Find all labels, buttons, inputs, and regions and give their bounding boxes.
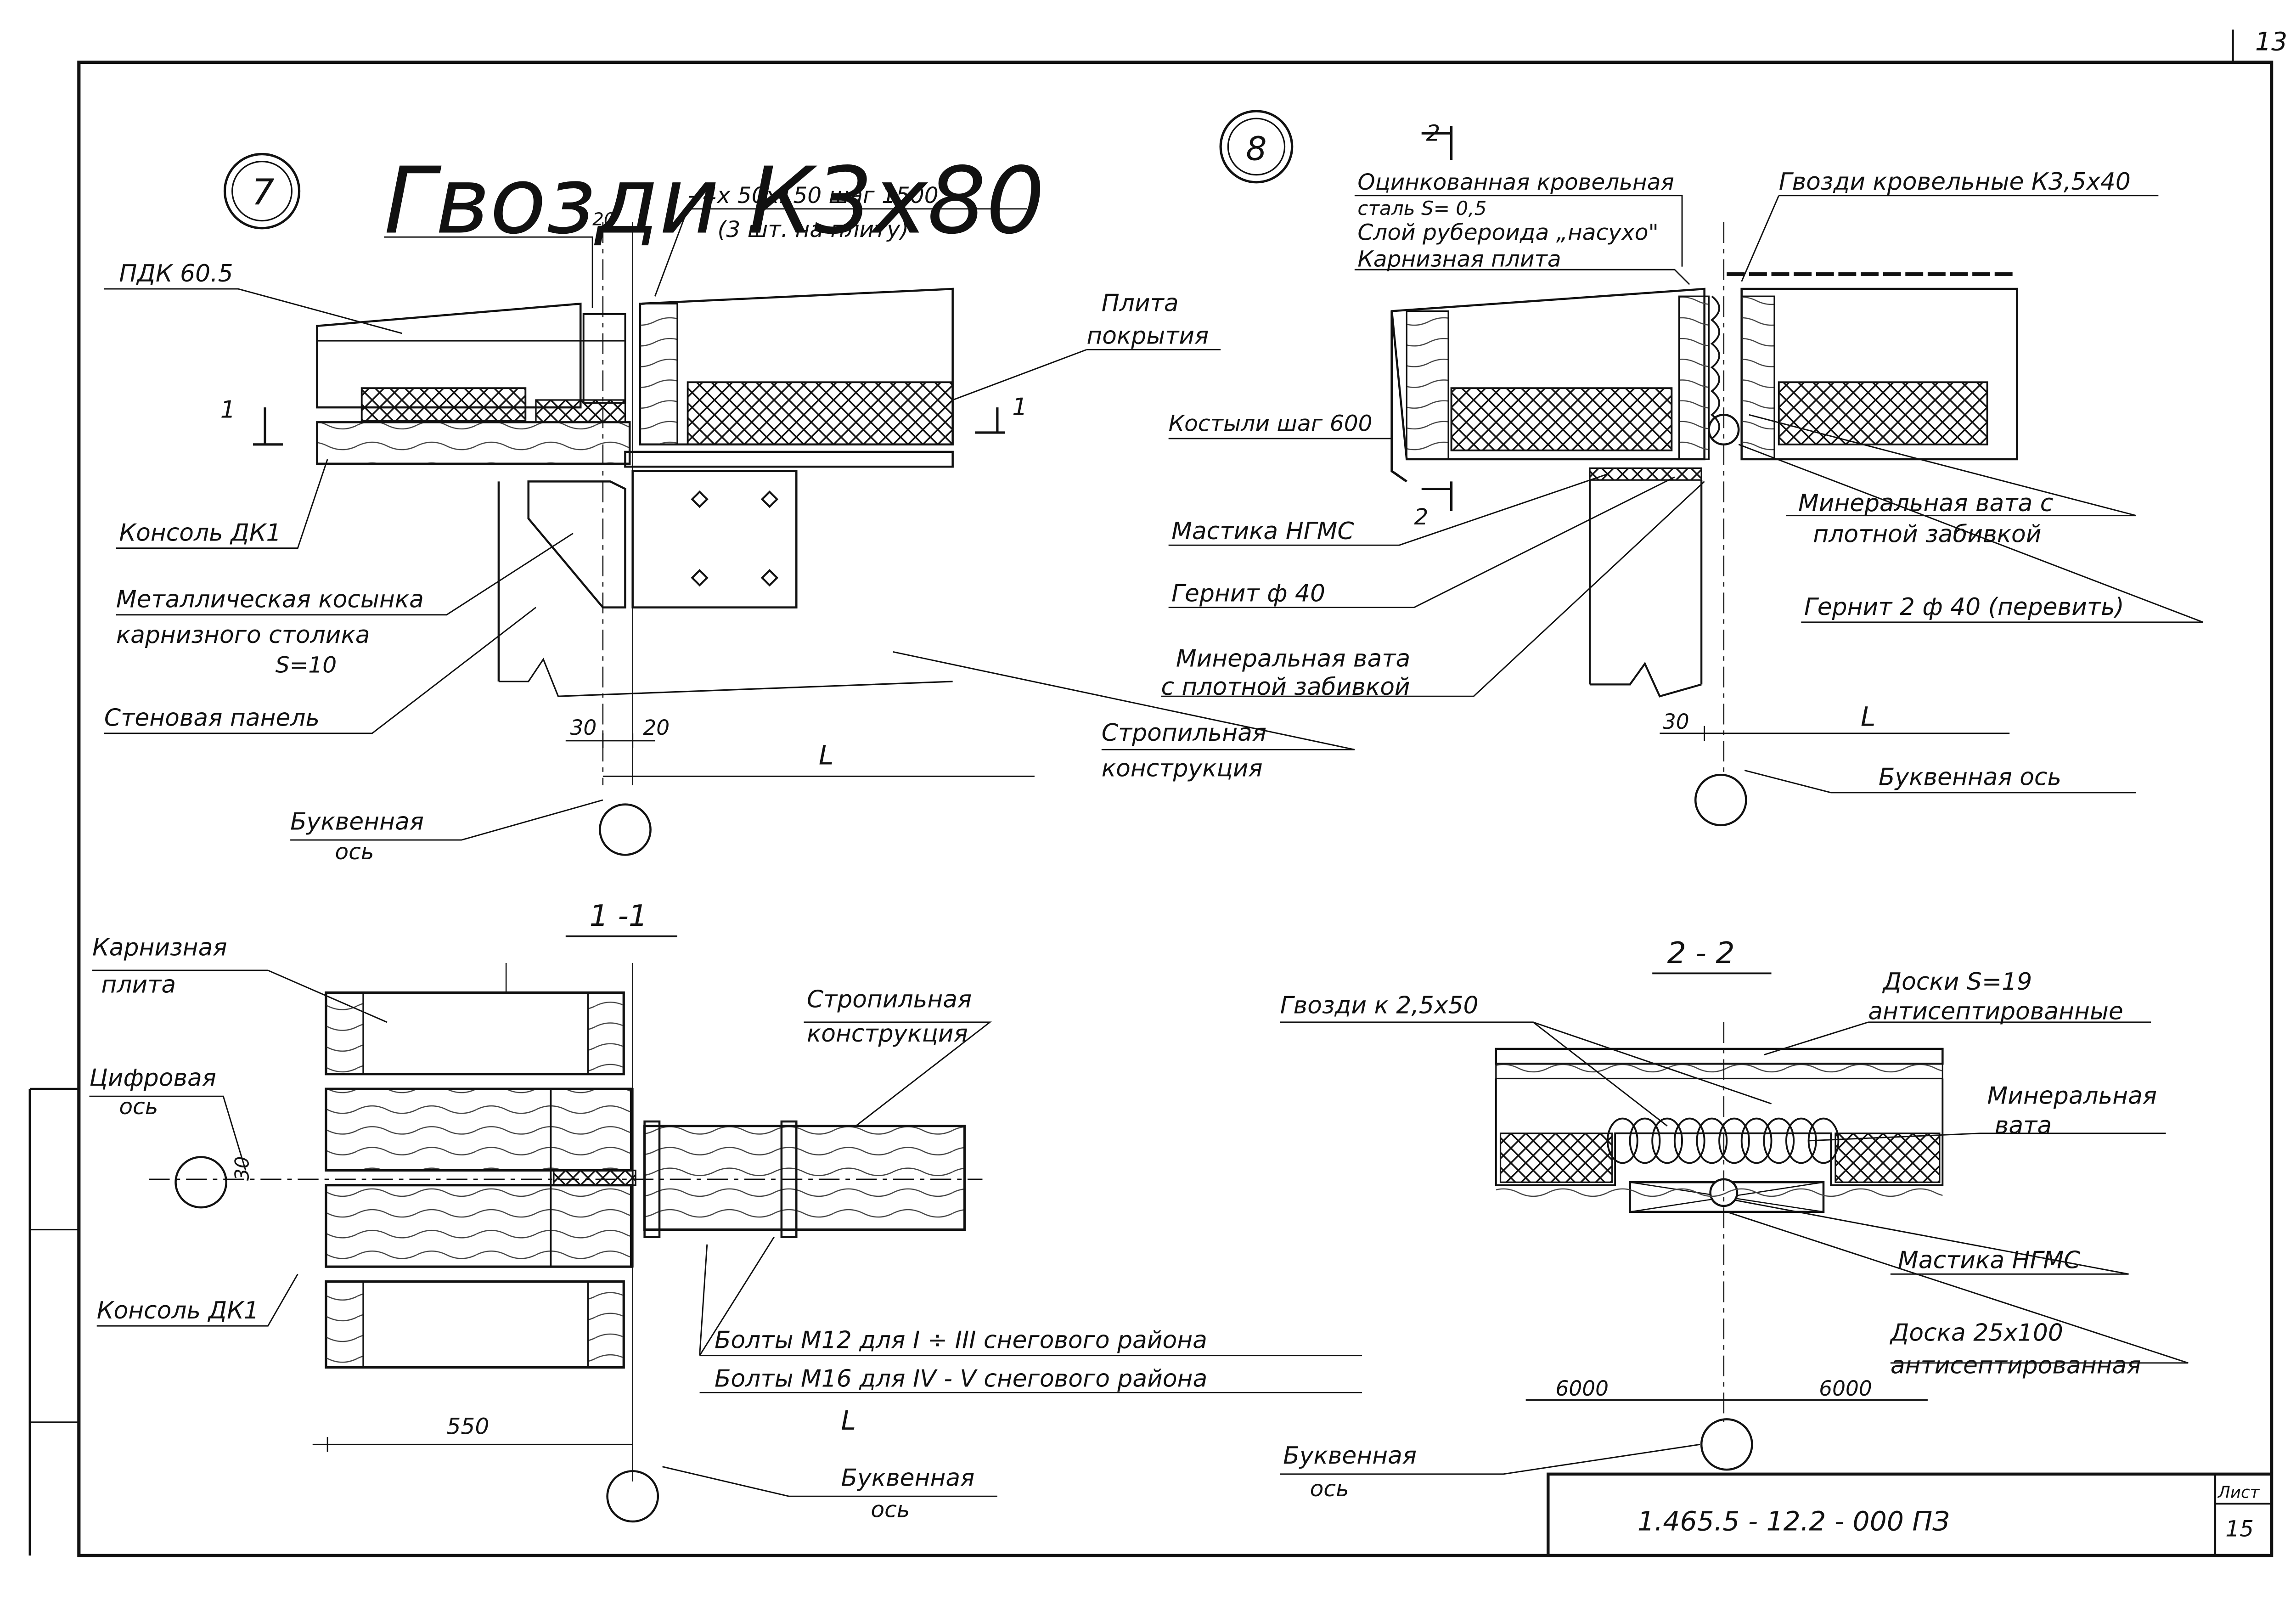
label-wool-line2: с плотной забивкой <box>1161 673 1410 701</box>
label-eave-line1: Карнизная <box>92 934 227 962</box>
section-1-1: 1 -1 Карнизная плита Цифровая ось 30 С <box>89 899 1362 1522</box>
section-2-2-title: 2 - 2 <box>1667 936 1735 970</box>
label-steel-line1: Оцинкованная кровельная <box>1357 169 1674 195</box>
label-wool-line2: вата <box>1995 1112 2052 1139</box>
section-mark-2-bottom: 2 <box>1414 504 1429 530</box>
label-boards-line2: антисептированные <box>1868 998 2123 1025</box>
dim-6000-left: 6000 <box>1555 1376 1608 1401</box>
label-board-line2: антисептированная <box>1891 1352 2141 1380</box>
detail-8-number: 8 <box>1246 130 1266 168</box>
label-gusset-line1: Металлическая косынка <box>116 586 424 614</box>
stamp-sheet-number: 15 <box>2225 1516 2254 1542</box>
sheet-frame: 13 <box>28 27 2287 1557</box>
label-gernit-2: Гернит 2 ф 40 (перевить) <box>1804 593 2124 621</box>
label-bolts-m16: Болты М16 для IV - V снегового района <box>715 1365 1207 1393</box>
section-1-1-axis-circle <box>606 1470 659 1523</box>
label-gernit: Гернит ф 40 <box>1171 580 1325 608</box>
label-digit-axis-line1: Цифровая <box>89 1065 216 1092</box>
label-rafter-line1: Стропильная <box>1102 719 1266 747</box>
section-mark-1-right: 1 <box>1012 393 1027 421</box>
label-rafter-line2: конструкция <box>1102 755 1263 782</box>
label-gusset-line3: S=10 <box>276 653 337 678</box>
label-eave-slab: Карнизная плита <box>1357 247 1561 272</box>
dim-30: 30 <box>1663 710 1689 734</box>
dim-550: 550 <box>446 1414 489 1440</box>
label-eave-line2: плита <box>101 971 176 998</box>
label-plate-qty: (3 шт. на плиту) <box>717 217 909 242</box>
detail-7-axis-circle <box>599 803 652 856</box>
section-2-2-axis-circle <box>1700 1418 1753 1471</box>
label-wool-right-line1: Минеральная вата с <box>1798 490 2053 517</box>
label-console-dk1: Консоль ДК1 <box>119 519 281 547</box>
detail-8-axis-circle <box>1694 773 1747 827</box>
section-2-2: 2 - 2 Гвозди к 2,5 <box>1280 936 2189 1502</box>
label-ruberoid: Слой рубероида „насухо" <box>1357 220 1659 246</box>
detail-7-number: 7 <box>252 172 275 213</box>
detail-8-marker <box>1219 110 1294 184</box>
label-nails-k3x80: Гвозди К3х80 <box>384 148 1045 254</box>
label-console-dk1: Консоль ДК1 <box>97 1297 259 1324</box>
label-nails-k25x50: Гвозди к 2,5х50 <box>1280 992 1479 1020</box>
section-1-1-title: 1 -1 <box>590 899 647 933</box>
stamp-code: 1.465.5 - 12.2 - 000 ПЗ <box>1638 1506 1950 1537</box>
dim-20-top: 20 <box>592 209 615 230</box>
label-axis-line2: ось <box>871 1497 910 1522</box>
title-stamp: 1.465.5 - 12.2 - 000 ПЗ Лист 15 <box>1547 1472 2273 1557</box>
label-wool-line1: Минеральная вата <box>1176 645 1410 673</box>
label-bolts-m12: Болты М12 для I ÷ III снегового района <box>715 1327 1207 1354</box>
label-boards-line1: Доски S=19 <box>1882 968 2032 996</box>
page-number: 13 <box>2255 27 2287 56</box>
label-rafter-line1: Стропильная <box>807 986 972 1014</box>
label-slab-line1: Плита <box>1102 290 1179 317</box>
label-axis: Буквенная ось <box>1879 764 2061 791</box>
label-gusset-line2: карнизного столика <box>116 621 370 649</box>
label-digit-axis-line2: ось <box>119 1094 158 1120</box>
label-steel-line2: сталь S= 0,5 <box>1357 197 1486 220</box>
section-mark-2-top: 2 <box>1426 121 1440 146</box>
detail-8: 8 2 Оцинкованная кровельная сталь S= 0,5 <box>1161 110 2204 827</box>
label-axis-line2: ось <box>1310 1476 1349 1502</box>
label-wool-right-line2: плотной забивкой <box>1813 521 2041 548</box>
label-mastic: Мастика НГМС <box>1171 518 1354 545</box>
label-crutches: Костыли шаг 600 <box>1169 411 1373 437</box>
label-wool-line1: Минеральная <box>1987 1082 2157 1110</box>
label-axis-line1: Буквенная <box>1283 1442 1417 1470</box>
label-axis-line1: Буквенная <box>841 1465 975 1492</box>
label-mastic: Мастика НГМС <box>1898 1247 2080 1274</box>
label-axis-line1: Буквенная <box>290 808 424 836</box>
label-slab-line2: покрытия <box>1086 322 1209 350</box>
dim-L: L <box>1861 701 1876 732</box>
label-plate-dims: - 4х 50х150 шаг 1500 <box>688 183 939 208</box>
dim-20: 20 <box>643 715 670 740</box>
label-axis-line2: ось <box>335 839 374 865</box>
digit-axis-circle <box>174 1156 227 1209</box>
dim-6000-right: 6000 <box>1819 1376 1872 1401</box>
stamp-sheet-label: Лист <box>2217 1483 2260 1502</box>
detail-7: 7 Гв <box>104 148 1355 865</box>
dim-30: 30 <box>570 715 597 740</box>
section-mark-1-left: 1 <box>220 396 236 424</box>
dim-30: 30 <box>231 1156 253 1181</box>
label-pdk-60-5: ПДК 60.5 <box>119 260 233 287</box>
label-roof-nails: Гвозди кровельные К3,5х40 <box>1779 168 2131 196</box>
dim-L: L <box>819 740 834 771</box>
label-board-line1: Доска 25х100 <box>1890 1319 2063 1347</box>
label-wall-panel: Стеновая панель <box>104 704 320 732</box>
detail-7-marker <box>223 152 301 230</box>
label-rafter-line2: конструкция <box>807 1020 968 1048</box>
dim-L: L <box>841 1405 856 1436</box>
